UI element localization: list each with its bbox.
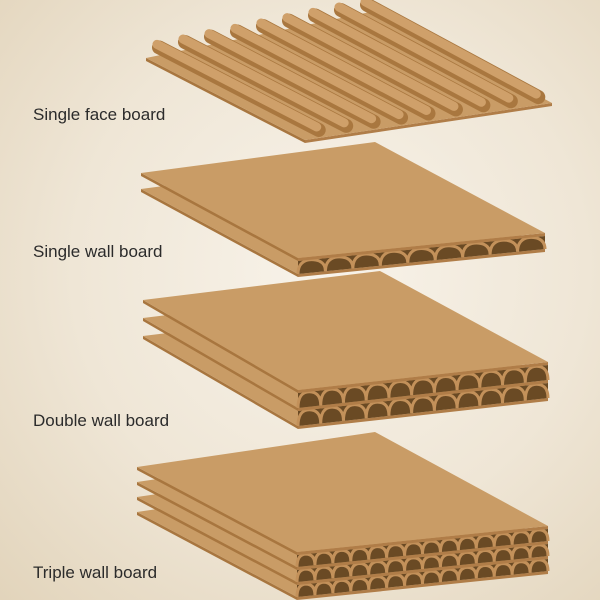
flute-ridge bbox=[204, 29, 377, 124]
sheet-edge bbox=[305, 103, 552, 143]
sheet-side-edge bbox=[137, 512, 297, 600]
flute-ridge bbox=[334, 2, 514, 103]
sheet-side-edge bbox=[141, 173, 298, 261]
flute-band bbox=[298, 365, 548, 408]
sheet-side-edge bbox=[137, 482, 297, 570]
sheet-side-edge bbox=[146, 58, 305, 143]
sheet-side-edge bbox=[137, 497, 297, 585]
sheet-top bbox=[143, 271, 548, 390]
label-single-wall-board: Single wall board bbox=[33, 242, 163, 261]
sheet-side-edge bbox=[141, 189, 298, 277]
triple-wall-board bbox=[137, 432, 550, 600]
flute-ridge bbox=[230, 23, 404, 120]
flute-band bbox=[298, 383, 548, 426]
sheet-side-edge bbox=[143, 300, 298, 393]
sheet-edge bbox=[297, 556, 548, 585]
double-wall-board bbox=[143, 271, 550, 429]
sheet-edge bbox=[297, 571, 548, 600]
label-triple-wall-board: Triple wall board bbox=[33, 563, 158, 582]
sheet-side-edge bbox=[137, 467, 297, 555]
sheet-edge bbox=[298, 249, 545, 277]
flute-ridge bbox=[256, 18, 431, 115]
sheet-edge bbox=[297, 541, 548, 570]
sheet-edge bbox=[297, 526, 548, 555]
label-single-face-board: Single face board bbox=[33, 105, 166, 124]
flute-ridge bbox=[308, 7, 486, 107]
single-wall-board bbox=[141, 142, 547, 277]
flute-ridge bbox=[360, 0, 541, 99]
sheet-top bbox=[141, 142, 545, 258]
sheet-edge bbox=[298, 362, 548, 393]
sheet-side-edge bbox=[143, 336, 298, 429]
flute-ridge bbox=[178, 34, 349, 128]
label-double-wall-board: Double wall board bbox=[33, 411, 170, 430]
flute-ridge bbox=[152, 39, 322, 132]
sheet-top bbox=[137, 432, 548, 552]
sheet-side-edge bbox=[143, 318, 298, 411]
flute-ridge bbox=[282, 13, 459, 111]
single-face-board bbox=[146, 0, 552, 143]
sheet-edge bbox=[298, 398, 548, 429]
sheet-edge bbox=[298, 233, 545, 261]
sheet-edge bbox=[298, 380, 548, 411]
